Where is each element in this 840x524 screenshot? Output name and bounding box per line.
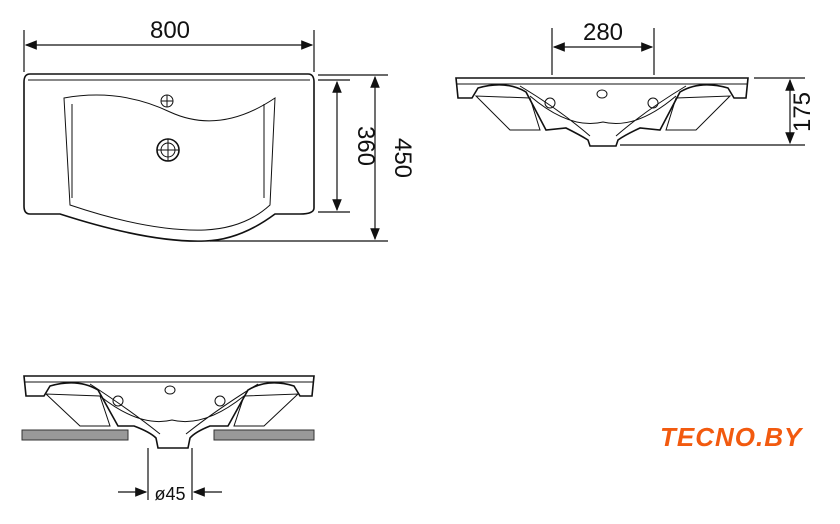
countertop-left	[21, 429, 129, 441]
tecno-by-logo: TECNO.BY	[660, 422, 803, 452]
top-view: 800 360 450	[23, 17, 416, 242]
countertop-right	[213, 429, 315, 441]
height-dimension: 175	[789, 92, 816, 132]
width-dimension: 800	[150, 17, 190, 44]
tap-spacing-dimension: 280	[583, 19, 623, 46]
front-view: 280 175	[455, 19, 816, 147]
installed-view: ø45	[21, 375, 315, 504]
total-depth-dimension: 450	[389, 138, 416, 178]
drain-diameter-dimension: ø45	[154, 484, 185, 504]
